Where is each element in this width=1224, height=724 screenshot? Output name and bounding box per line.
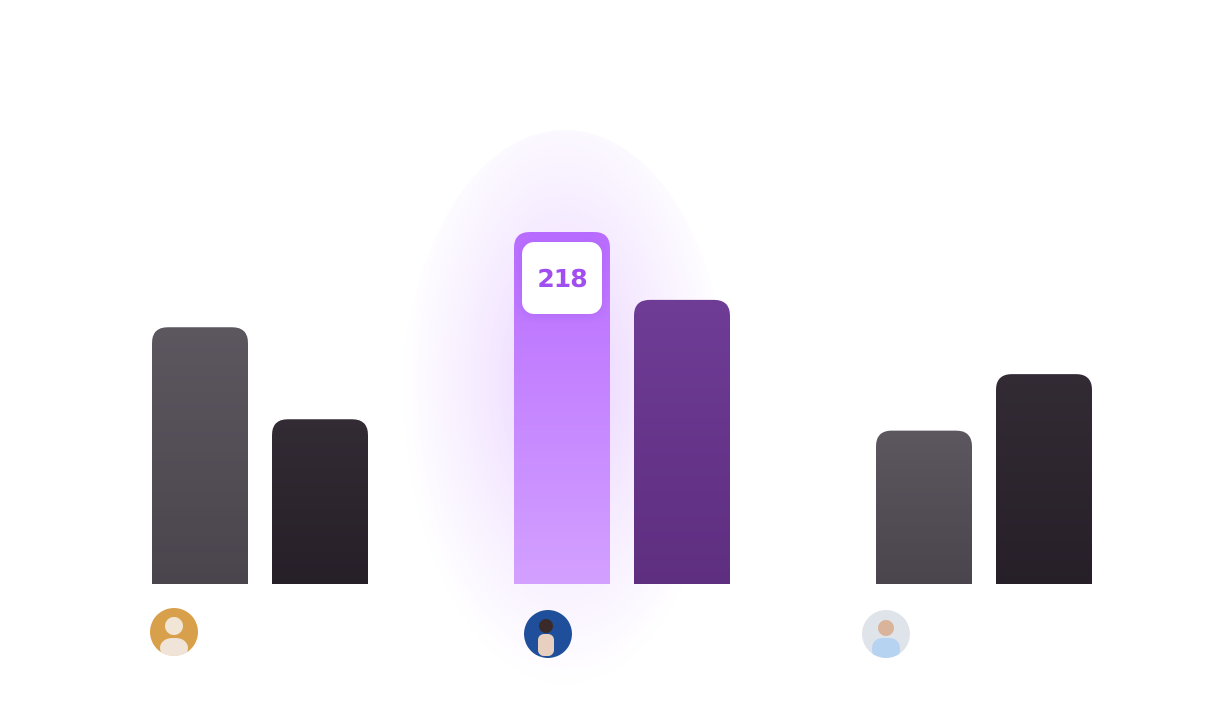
avatar-2[interactable] bbox=[524, 610, 572, 658]
highlight-value-label: 218 bbox=[522, 242, 602, 314]
bar-cat2-series2[interactable] bbox=[634, 299, 730, 584]
person-avatar-icon bbox=[524, 610, 572, 658]
bar-cat3-series2[interactable] bbox=[996, 374, 1092, 584]
bar-cat1-series2[interactable] bbox=[272, 419, 368, 584]
bars-group bbox=[152, 232, 1092, 584]
bar-cat2-series1[interactable] bbox=[514, 232, 610, 584]
avatar-3[interactable] bbox=[862, 610, 910, 658]
bar-cat3-series1[interactable] bbox=[876, 430, 972, 584]
bar-cat1-series1[interactable] bbox=[152, 327, 248, 584]
person-avatar-icon bbox=[150, 608, 198, 656]
avatar-1[interactable] bbox=[150, 608, 198, 656]
person-avatar-icon bbox=[862, 610, 910, 658]
